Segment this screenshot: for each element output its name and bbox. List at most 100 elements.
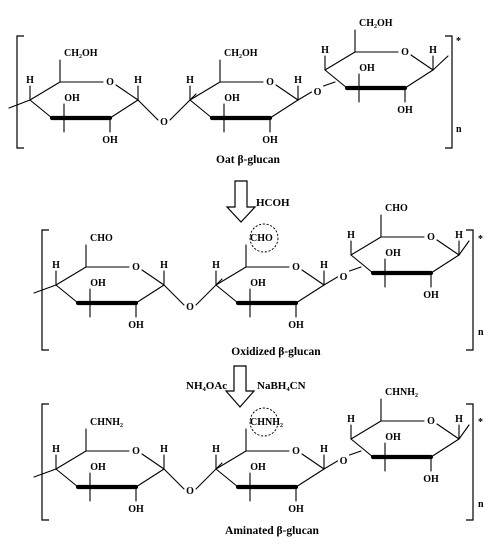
glycosidic-oxygen: O (186, 302, 194, 313)
hydroxyl-label: OH (128, 320, 144, 331)
ring-bond (269, 99, 299, 119)
structure-caption: Oxidized β-glucan (231, 346, 321, 358)
ring-oxygen: O (292, 446, 300, 457)
chain-terminal-bond (458, 240, 470, 256)
reaction-arrow-amination (224, 365, 256, 408)
repeat-index-n: n (478, 499, 484, 510)
chain-end-star: * (478, 234, 483, 245)
glycosidic-bond (323, 276, 339, 286)
ring-bond (430, 438, 460, 458)
hydroxyl-label: OH (385, 248, 401, 259)
hydrogen-label: H (212, 260, 220, 271)
ring-oxygen: O (132, 262, 140, 273)
hydrogen-label: H (455, 230, 463, 241)
c6-group-label: CHO (385, 203, 408, 214)
ring-oxygen: O (427, 416, 435, 427)
ring-bond (215, 450, 247, 470)
ring-bond (215, 468, 239, 488)
ring-bond (55, 468, 79, 488)
ring-bond (350, 420, 382, 440)
ring-oxygen: O (106, 77, 114, 88)
ring-oxygen: O (292, 262, 300, 273)
hydroxyl-label: OH (90, 462, 106, 473)
chain-end-star: * (478, 417, 483, 428)
hydroxyl-label: OH (423, 290, 439, 301)
repeat-bracket-left (41, 403, 49, 521)
ring-bond (29, 99, 53, 119)
hydrogen-label: H (347, 230, 355, 241)
hydroxyl-label: OH (262, 135, 278, 146)
c6-group-label: CH₂OH (64, 48, 98, 59)
hydroxyl-label: OH (90, 278, 106, 289)
repeat-bracket-right (445, 35, 453, 149)
ring-bond (275, 84, 299, 101)
ring-bond (55, 266, 87, 286)
hydroxyl-label: OH (102, 135, 118, 146)
hydrogen-label: H (429, 45, 437, 56)
ring-bond (436, 239, 460, 256)
ring-bond (350, 236, 382, 256)
chain-terminal-bond (432, 55, 449, 71)
hydroxyl-label: OH (128, 504, 144, 515)
hydrogen-label: H (321, 45, 329, 56)
modified-group-highlight-circle (249, 407, 279, 437)
hydroxyl-label: OH (64, 93, 80, 104)
chain-terminal-bond (33, 468, 57, 478)
reagent-hcoh: HCOH (256, 197, 290, 209)
hydrogen-label: H (347, 414, 355, 425)
ring-bond (350, 438, 374, 458)
ring-bond (55, 450, 87, 470)
glycosidic-bond (163, 284, 185, 306)
hydroxyl-label: OH (288, 504, 304, 515)
ring-bond (430, 254, 460, 274)
c6-group-label: CH₂OH (224, 48, 258, 59)
hydroxyl-label: OH (224, 93, 240, 104)
glycosidic-bond (348, 450, 362, 456)
repeat-index-n: n (456, 124, 462, 135)
ring-bond (410, 54, 434, 71)
hydrogen-label: H (26, 75, 34, 86)
glycosidic-oxygen: O (340, 456, 348, 467)
ring-oxygen: O (401, 47, 409, 58)
repeat-bracket-right (466, 229, 474, 351)
glycosidic-bond (195, 278, 223, 306)
ring-bond (324, 69, 348, 89)
structure-caption: Oat β-glucan (216, 154, 280, 166)
ring-bond (189, 99, 213, 119)
hydroxyl-label: OH (359, 63, 375, 74)
hydrogen-label: H (160, 260, 168, 271)
ring-bond (215, 284, 239, 304)
ring-bond (109, 99, 139, 119)
ring-bond (295, 468, 325, 488)
ring-bond (135, 284, 165, 304)
hydrogen-label: H (320, 260, 328, 271)
ring-bond (141, 269, 165, 286)
ring-bond (215, 266, 247, 286)
reaction-arrow-oxidation (225, 180, 257, 223)
glycosidic-bond (169, 93, 197, 121)
c6-group-label: CHO (90, 233, 113, 244)
glycosidic-bond (195, 462, 223, 490)
ring-bond (350, 254, 374, 274)
glycosidic-bond (297, 91, 313, 101)
repeat-index-n: n (478, 327, 484, 338)
hydroxyl-label: OH (385, 432, 401, 443)
reagent-ammonium-acetate: NH₄OAc (186, 380, 227, 392)
repeat-bracket-left (16, 35, 24, 149)
ring-bond (55, 284, 79, 304)
glycosidic-bond (322, 81, 336, 87)
hydrogen-label: H (134, 75, 142, 86)
hydrogen-label: H (186, 75, 194, 86)
hydrogen-label: H (52, 444, 60, 455)
hydroxyl-label: OH (423, 474, 439, 485)
ring-bond (295, 284, 325, 304)
ring-bond (135, 468, 165, 488)
hydroxyl-label: OH (250, 462, 266, 473)
glycosidic-oxygen: O (160, 117, 168, 128)
glycosidic-bond (348, 266, 362, 272)
ring-bond (29, 81, 61, 101)
